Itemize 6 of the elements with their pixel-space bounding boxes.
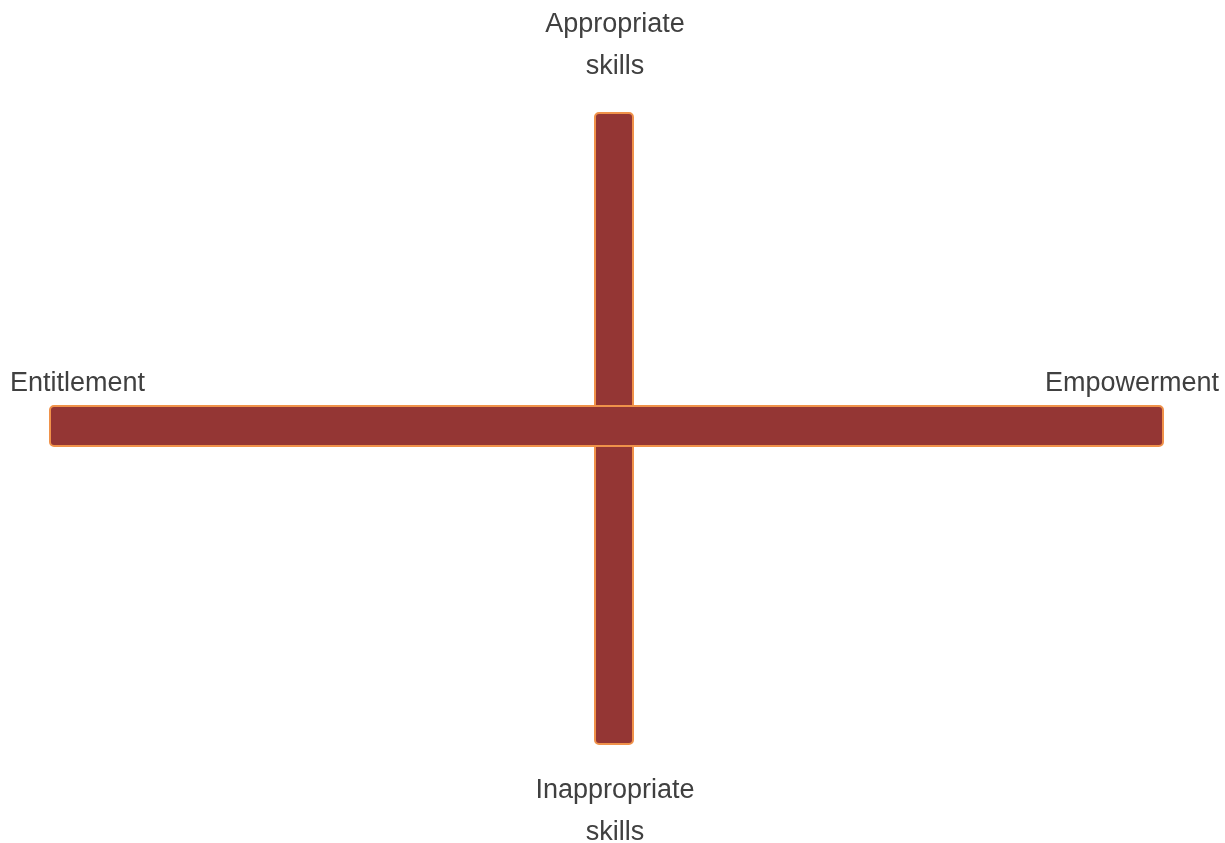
axis-label: Inappropriate skills — [534, 773, 696, 843]
axis-bar — [594, 112, 634, 745]
axis-label: Empowerment — [1044, 366, 1219, 399]
axis-label: Entitlement — [10, 366, 146, 399]
axis-bar — [49, 405, 1164, 447]
axis-label: Appropriate skills — [544, 7, 686, 82]
